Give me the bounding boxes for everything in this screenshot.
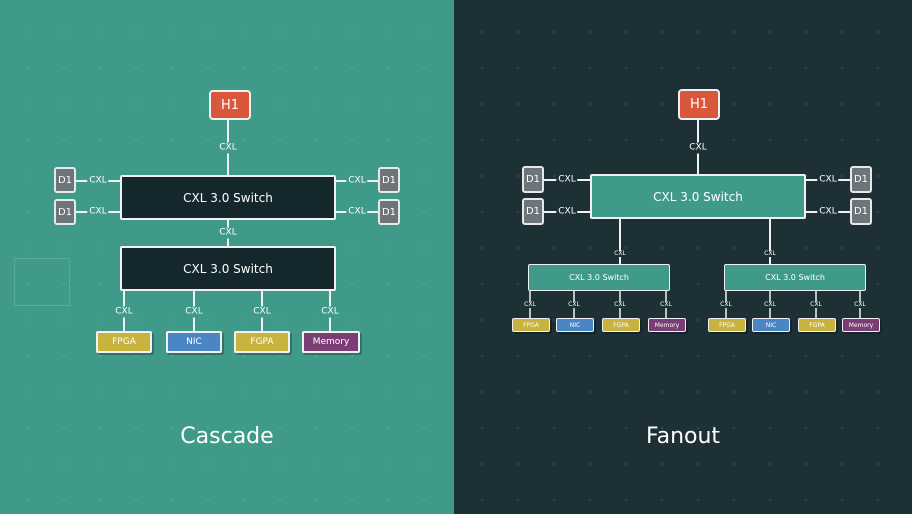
cascade-panel: H1 CXL D1 D1 D1 D1 CXL CXL CXL CXL CXL 3… bbox=[0, 0, 454, 514]
device-d1-right-top: D1 bbox=[850, 166, 872, 193]
link-label-lep4: CXL bbox=[659, 301, 673, 308]
fanout-panel: H1 CXL D1 D1 D1 D1 CXL CXL CXL CXL CXL 3… bbox=[454, 0, 912, 514]
link-label-d1-lb: CXL bbox=[556, 206, 578, 217]
cascade-caption: Cascade bbox=[180, 424, 274, 449]
endpoint-fgpa: FGPA bbox=[234, 331, 290, 353]
device-d1-right-bottom: D1 bbox=[850, 198, 872, 225]
link-label-lep3: CXL bbox=[613, 301, 627, 308]
fanout-right-switch: CXL 3.0 Switch bbox=[724, 264, 866, 291]
link-label-d1-rt: CXL bbox=[817, 174, 839, 185]
endpoint-nic: NIC bbox=[166, 331, 222, 353]
link-label-lep2: CXL bbox=[567, 301, 581, 308]
endpoint-memory: Memory bbox=[302, 331, 360, 353]
link-label-rep3: CXL bbox=[809, 301, 823, 308]
right-endpoint-memory: Memory bbox=[842, 318, 880, 332]
fanout-caption: Fanout bbox=[645, 424, 721, 449]
link-label-right-switch: CXL bbox=[762, 250, 778, 257]
decorative-frame bbox=[14, 258, 70, 306]
link-label-d1-lt: CXL bbox=[556, 174, 578, 185]
right-endpoint-nic: NIC bbox=[752, 318, 790, 332]
device-d1-right-bottom: D1 bbox=[378, 199, 400, 225]
host-h1: H1 bbox=[209, 90, 251, 120]
endpoint-fpga: FPGA bbox=[96, 331, 152, 353]
link-label-ep1: CXL bbox=[113, 306, 135, 318]
fanout-top-switch: CXL 3.0 Switch bbox=[590, 174, 806, 219]
link-label-rep4: CXL bbox=[853, 301, 867, 308]
link-label-d1-rt: CXL bbox=[346, 175, 368, 186]
device-d1-left-bottom: D1 bbox=[522, 198, 544, 225]
link-label-ep4: CXL bbox=[319, 306, 341, 318]
link-label-host: CXL bbox=[217, 142, 239, 154]
fanout-left-switch: CXL 3.0 Switch bbox=[528, 264, 670, 291]
right-endpoint-fpga: FPGA bbox=[708, 318, 746, 332]
link-label-d1-rb: CXL bbox=[817, 206, 839, 217]
host-h1: H1 bbox=[678, 89, 720, 120]
link-label-ep3: CXL bbox=[251, 306, 273, 318]
link-label-lep1: CXL bbox=[523, 301, 537, 308]
link-label-d1-lb: CXL bbox=[87, 206, 109, 217]
link-label-switch-switch: CXL bbox=[217, 227, 239, 239]
background-dots bbox=[454, 0, 912, 514]
device-d1-left-top: D1 bbox=[522, 166, 544, 193]
left-endpoint-memory: Memory bbox=[648, 318, 686, 332]
link-label-d1-rb: CXL bbox=[346, 206, 368, 217]
link-label-left-switch: CXL bbox=[612, 250, 628, 257]
link-label-d1-lt: CXL bbox=[87, 175, 109, 186]
link-label-ep2: CXL bbox=[183, 306, 205, 318]
left-endpoint-fgpa: FGPA bbox=[602, 318, 640, 332]
cascade-top-switch: CXL 3.0 Switch bbox=[120, 175, 336, 220]
cascade-bottom-switch: CXL 3.0 Switch bbox=[120, 246, 336, 291]
link-label-rep2: CXL bbox=[763, 301, 777, 308]
device-d1-left-top: D1 bbox=[54, 167, 76, 193]
left-endpoint-fpga: FPGA bbox=[512, 318, 550, 332]
device-d1-left-bottom: D1 bbox=[54, 199, 76, 225]
link-label-rep1: CXL bbox=[719, 301, 733, 308]
device-d1-right-top: D1 bbox=[378, 167, 400, 193]
left-endpoint-nic: NIC bbox=[556, 318, 594, 332]
right-endpoint-fgpa: FGPA bbox=[798, 318, 836, 332]
link-label-host: CXL bbox=[687, 142, 709, 154]
